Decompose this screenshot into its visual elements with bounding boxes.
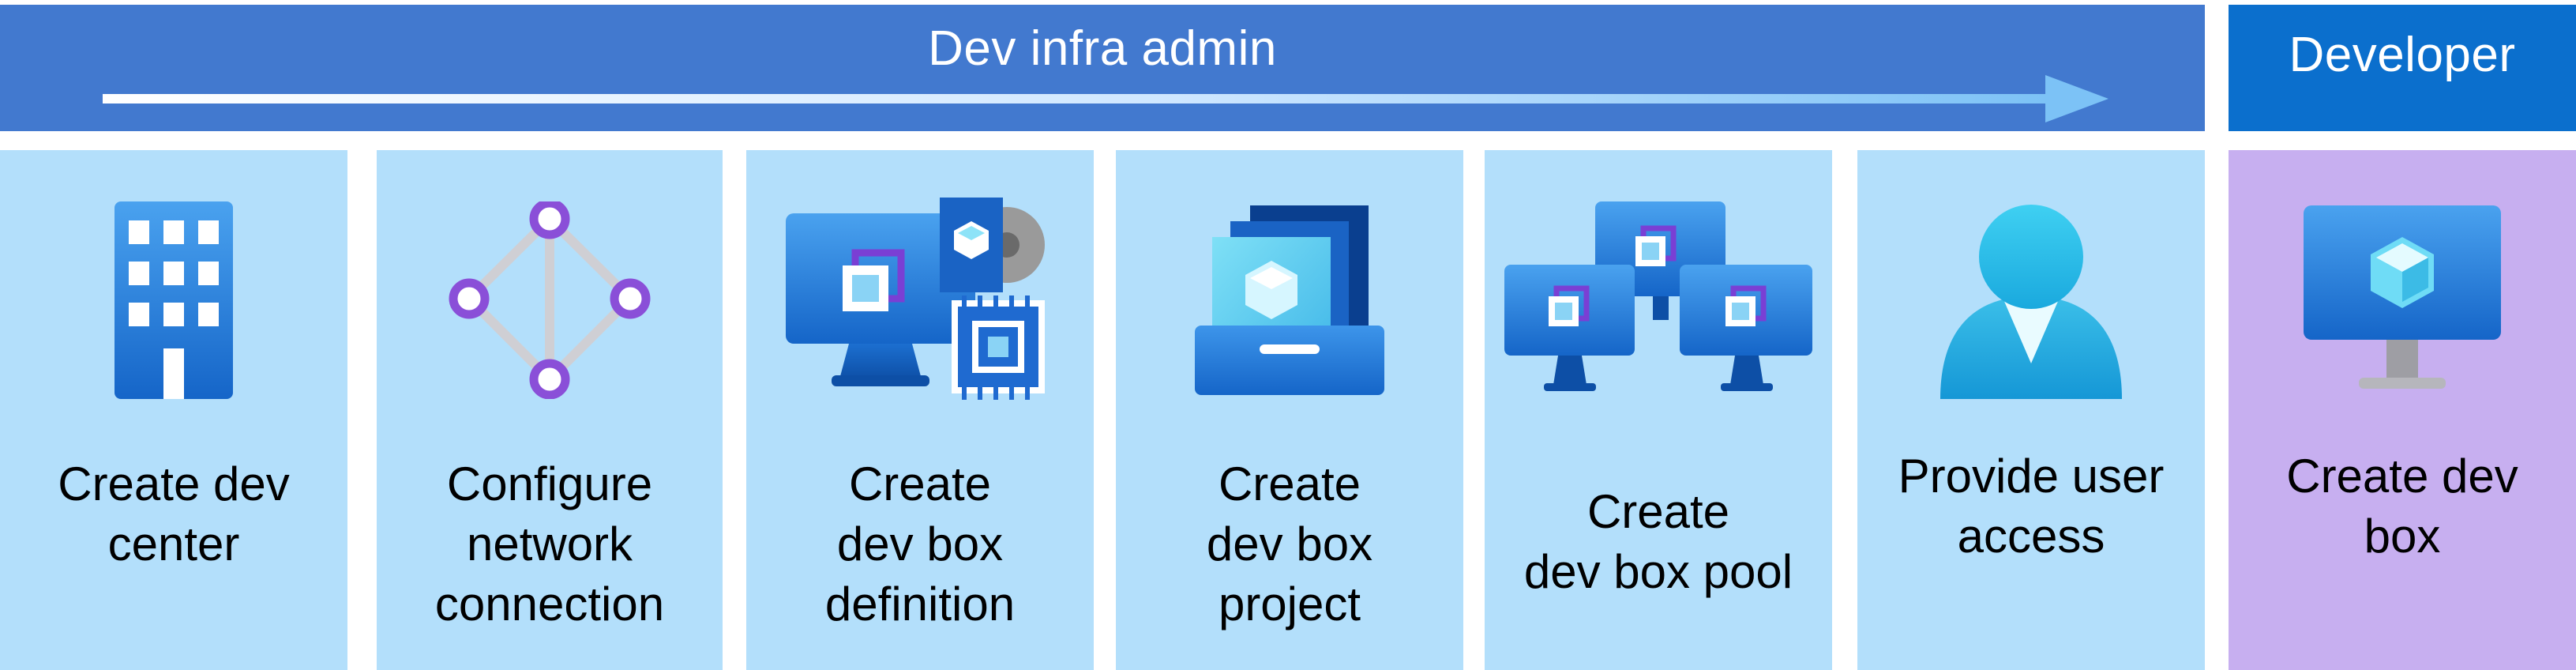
step-label: Provide user access xyxy=(1898,450,2165,563)
step-create-dev-box-definition: Create dev box definition xyxy=(746,150,1094,670)
office-building-icon xyxy=(115,201,233,399)
developer-title: Developer xyxy=(2289,28,2516,82)
step-configure-network-connection: Configure network connection xyxy=(377,150,723,670)
dev-box-monitor-icon xyxy=(2304,205,2501,389)
step-create-dev-box-pool: Create dev box pool xyxy=(1485,150,1832,670)
step-label: Create dev box definition xyxy=(824,457,1016,630)
step-create-dev-box: Create dev box xyxy=(2229,150,2576,670)
step-label: Create dev box xyxy=(2286,450,2518,563)
step-label: Create dev box pool xyxy=(1523,485,1793,598)
network-nodes-icon xyxy=(449,201,651,399)
step-provide-user-access: Provide user access xyxy=(1857,150,2205,670)
dev-infra-admin-band: Dev infra admin xyxy=(0,5,2205,131)
step-label: Configure network connection xyxy=(434,457,665,630)
project-stack-icon xyxy=(1195,205,1384,395)
step-create-dev-center: Create dev center xyxy=(0,150,347,670)
dev-infra-admin-title: Dev infra admin xyxy=(928,21,1277,76)
step-create-dev-box-project: Create dev box project xyxy=(1116,150,1463,670)
developer-band: Developer xyxy=(2229,5,2576,131)
step-label: Create dev center xyxy=(58,457,290,570)
step-label: Create dev box project xyxy=(1206,457,1373,630)
monitor-pool-icon xyxy=(1504,201,1812,391)
user-icon xyxy=(1940,205,2122,399)
workflow-arrow-icon xyxy=(103,75,2108,122)
monitor-image-chip-icon xyxy=(786,198,1045,400)
